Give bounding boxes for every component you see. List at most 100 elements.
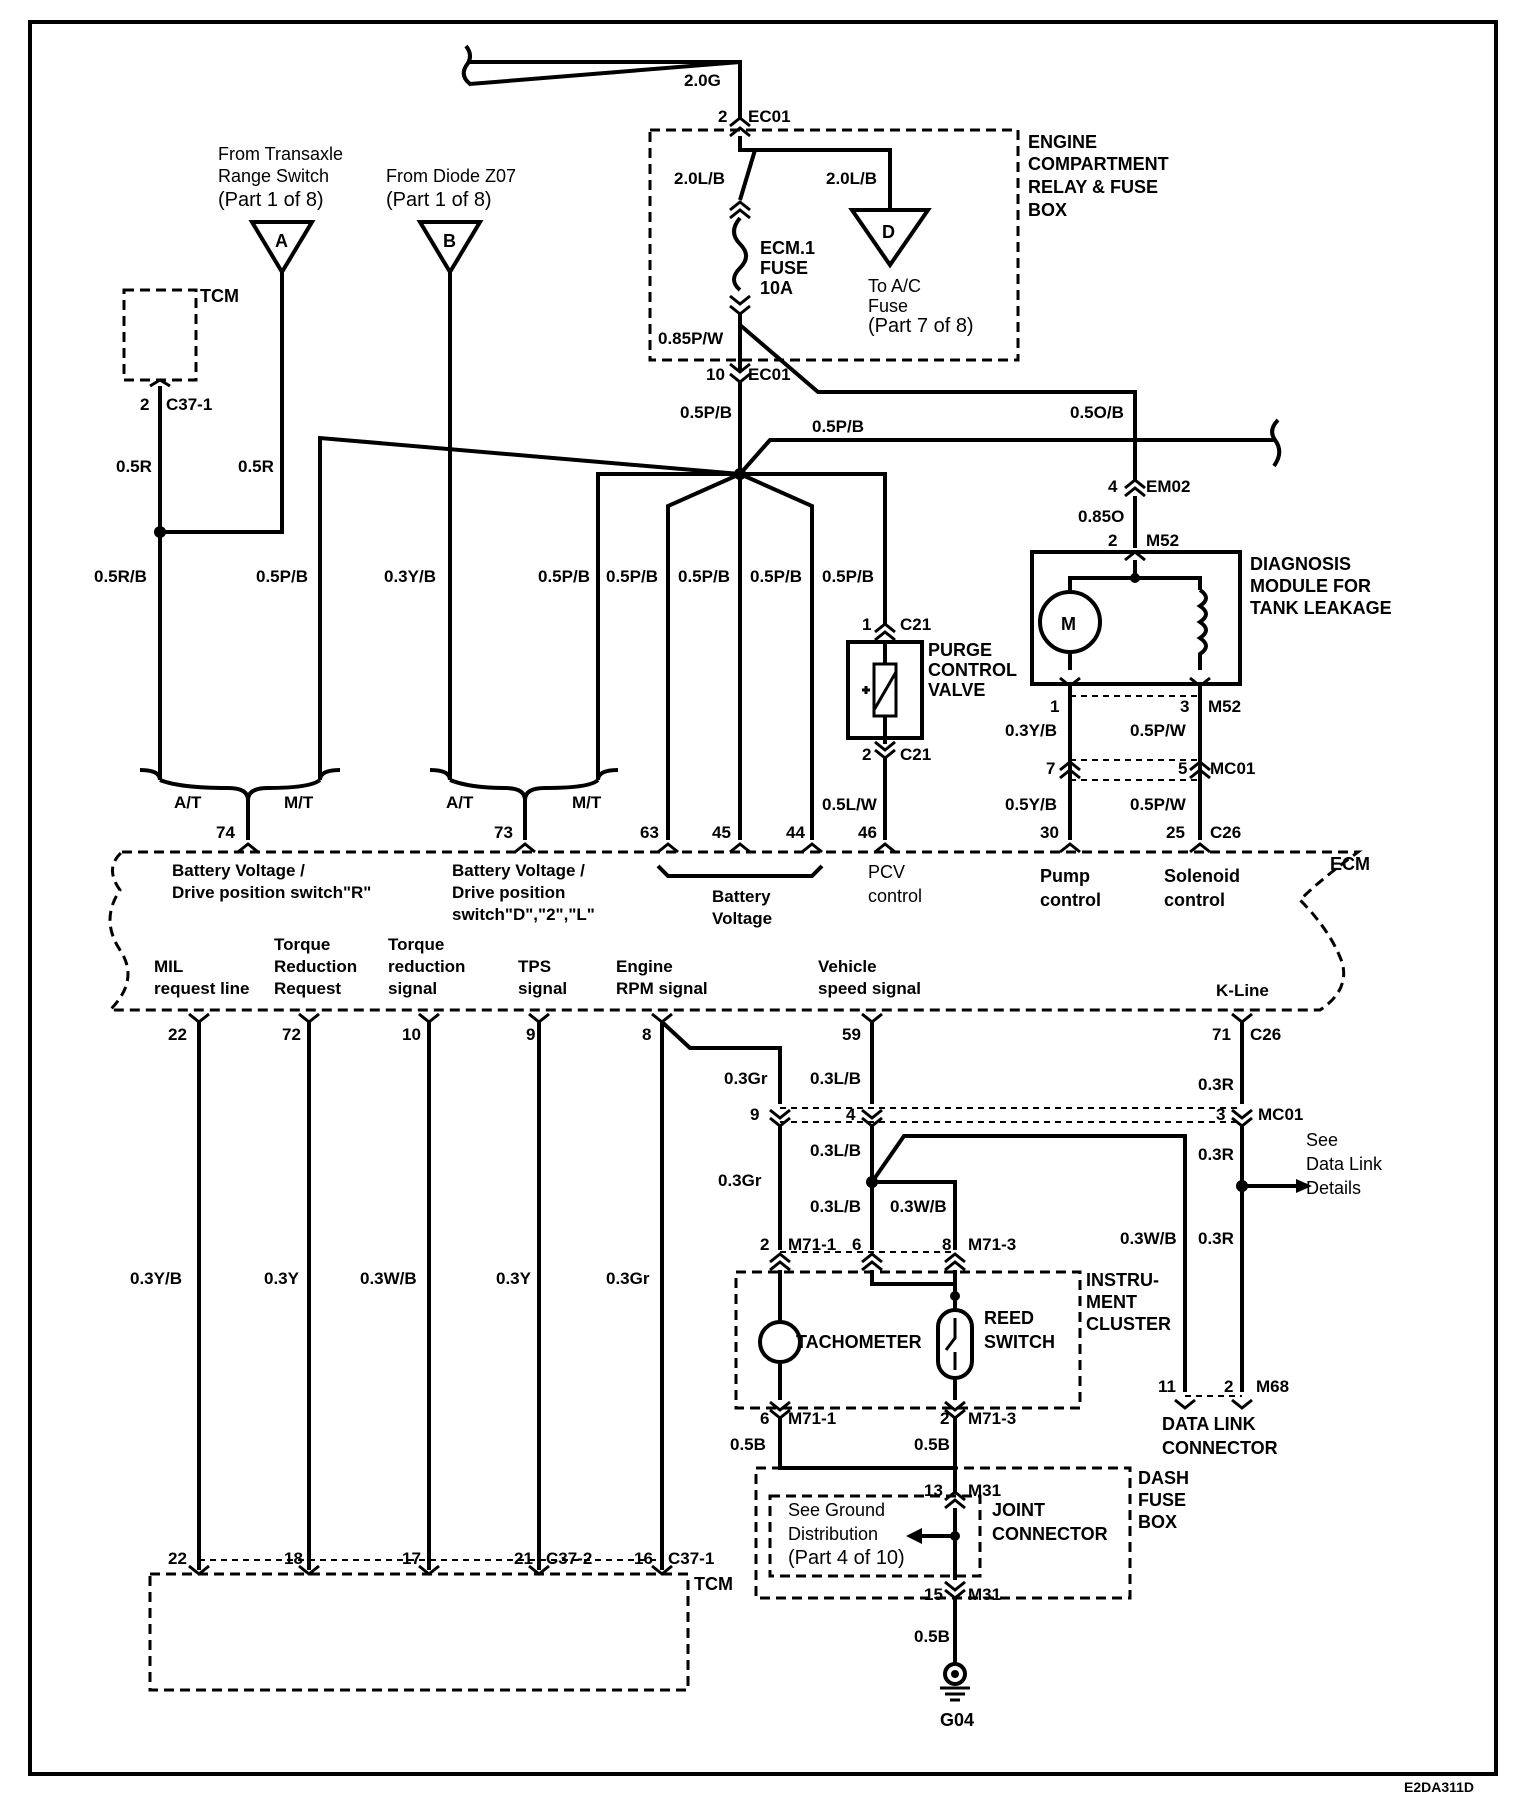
svg-text:signal: signal — [388, 979, 437, 998]
connector-mark — [1124, 550, 1146, 562]
pin-label: 71 — [1212, 1025, 1231, 1044]
svg-text:Range Switch: Range Switch — [218, 166, 329, 186]
reed-internal-wire — [870, 1270, 957, 1310]
connector-mark — [874, 622, 896, 642]
wire-label: 0.3Y/B — [384, 567, 436, 586]
ref-a-triangle-icon — [248, 220, 316, 276]
ecm-pcv-label: PCV control — [868, 862, 922, 906]
at-label: A/T — [446, 793, 474, 812]
connector-mark — [769, 1252, 966, 1272]
wire-label: 0.3Y — [264, 1269, 300, 1288]
wire-label: 0.3Y/B — [1005, 721, 1057, 740]
connector-label: C37-1 — [166, 395, 212, 414]
rpm-wire — [660, 1020, 782, 1104]
connector-mark — [874, 740, 896, 760]
see-ground-text: See Ground Distribution (Part 4 of 10) — [788, 1500, 905, 1569]
svg-text:BOX: BOX — [1028, 200, 1067, 220]
svg-text:DASH: DASH — [1138, 1468, 1189, 1488]
pin-label: 2 — [1108, 531, 1117, 550]
wire-label: 0.5B — [914, 1627, 950, 1646]
reed-wire — [872, 1180, 957, 1250]
connector-label: M68 — [1256, 1377, 1289, 1396]
pin-label: 15 — [924, 1585, 943, 1604]
fuse-box-label: ENGINE COMPARTMENT RELAY & FUSE BOX — [1028, 132, 1169, 220]
svg-text:FUSE: FUSE — [760, 258, 808, 278]
solenoid-icon — [872, 662, 898, 718]
connector-mark — [944, 1490, 966, 1510]
pin-label: 2 — [760, 1235, 769, 1254]
svg-text:(Part 1 of 8): (Part 1 of 8) — [218, 189, 324, 211]
pin-label: 3 — [1180, 697, 1189, 716]
svg-text:Drive position: Drive position — [452, 883, 565, 902]
tcm-top-label: TCM — [200, 286, 239, 306]
solenoid-icon — [872, 671, 898, 711]
pin-label: 2 — [862, 745, 871, 764]
svg-text:DATA LINK: DATA LINK — [1162, 1414, 1256, 1434]
svg-text:JOINT: JOINT — [992, 1500, 1045, 1520]
connector-mark — [729, 294, 751, 316]
diag-module-label: DIAGNOSIS MODULE FOR TANK LEAKAGE — [1250, 554, 1392, 618]
svg-text:speed signal: speed signal — [818, 979, 921, 998]
ref-b-text: From Diode Z07 (Part 1 of 8) — [386, 166, 516, 211]
svg-text:INSTRU-: INSTRU- — [1086, 1270, 1159, 1290]
dlc-label: DATA LINK CONNECTOR — [1162, 1414, 1278, 1458]
svg-text:VALVE: VALVE — [928, 680, 985, 700]
top-feed-wire — [461, 44, 742, 118]
wire-label: 0.5L/W — [822, 795, 878, 814]
fork-icon — [159, 778, 322, 801]
wire-label: 0.3L/B — [810, 1197, 861, 1216]
svg-text:MENT: MENT — [1086, 1292, 1137, 1312]
wire-label: 0.5P/B — [538, 567, 590, 586]
pin-label: 1 — [1050, 697, 1059, 716]
svg-text:RPM signal: RPM signal — [616, 979, 708, 998]
ref-a-text: From Transaxle Range Switch (Part 1 of 8… — [218, 144, 343, 211]
wire-label: 0.5P/B — [822, 567, 874, 586]
arrow-left-icon — [906, 1528, 922, 1544]
wire-label: 0.3R — [1198, 1229, 1234, 1248]
ecm-trr-label: Torque Reduction Request — [274, 935, 357, 998]
svg-text:switch"D","2","L": switch"D","2","L" — [452, 905, 595, 924]
figure-code: E2DA311D — [1404, 1779, 1474, 1795]
svg-text:COMPARTMENT: COMPARTMENT — [1028, 154, 1169, 174]
connector-mark — [729, 200, 751, 220]
connector-label: M71-1 — [788, 1409, 836, 1428]
ground-label: G04 — [940, 1710, 974, 1730]
svg-text:RELAY & FUSE: RELAY & FUSE — [1028, 177, 1158, 197]
connector-mark — [188, 1012, 1253, 1024]
connector-label: M52 — [1208, 697, 1241, 716]
svg-text:(Part 7 of 8): (Part 7 of 8) — [868, 315, 974, 337]
pin-label: 44 — [786, 823, 805, 842]
svg-text:Torque: Torque — [388, 935, 444, 954]
wire-label: 0.5P/B — [256, 567, 308, 586]
svg-text:Battery Voltage /: Battery Voltage / — [452, 861, 585, 880]
pin-label: 25 — [1166, 823, 1185, 842]
connector-mark — [1189, 760, 1211, 780]
dlc-11-wire — [870, 1134, 1187, 1392]
reed-switch-label: REED SWITCH — [984, 1308, 1055, 1352]
pin-label: 9 — [526, 1025, 535, 1044]
pin-label: 22 — [168, 1549, 187, 1568]
pin-label: 2 — [718, 107, 727, 126]
purge-valve-label: PURGE CONTROL VALVE — [928, 640, 1017, 700]
svg-text:DIAGNOSIS: DIAGNOSIS — [1250, 554, 1351, 574]
motor-label: M — [1061, 614, 1076, 634]
joint-label: JOINT CONNECTOR — [992, 1500, 1108, 1544]
ecm-pin74-label: Battery Voltage / Drive position switch"… — [172, 861, 371, 902]
tachometer-label: TACHOMETER — [796, 1332, 922, 1352]
wire-label: 0.3Gr — [724, 1069, 768, 1088]
connector-label: EC01 — [748, 365, 791, 384]
tcm-bottom-box — [148, 1572, 690, 1692]
pin-label: 74 — [216, 823, 235, 842]
wire-label: 0.5B — [914, 1435, 950, 1454]
range-switch-wire — [160, 268, 284, 534]
connector-dash — [780, 1107, 1242, 1123]
connector-mark — [769, 1108, 1253, 1128]
connector-mark — [729, 116, 751, 138]
svg-text:request line: request line — [154, 979, 249, 998]
svg-text:TPS: TPS — [518, 957, 551, 976]
mt-label: M/T — [284, 793, 314, 812]
svg-text:To A/C: To A/C — [868, 276, 921, 296]
svg-text:FUSE: FUSE — [1138, 1490, 1186, 1510]
wire-label: 0.3W/B — [1120, 1229, 1177, 1248]
wire-label: 0.5P/W — [1130, 721, 1187, 740]
